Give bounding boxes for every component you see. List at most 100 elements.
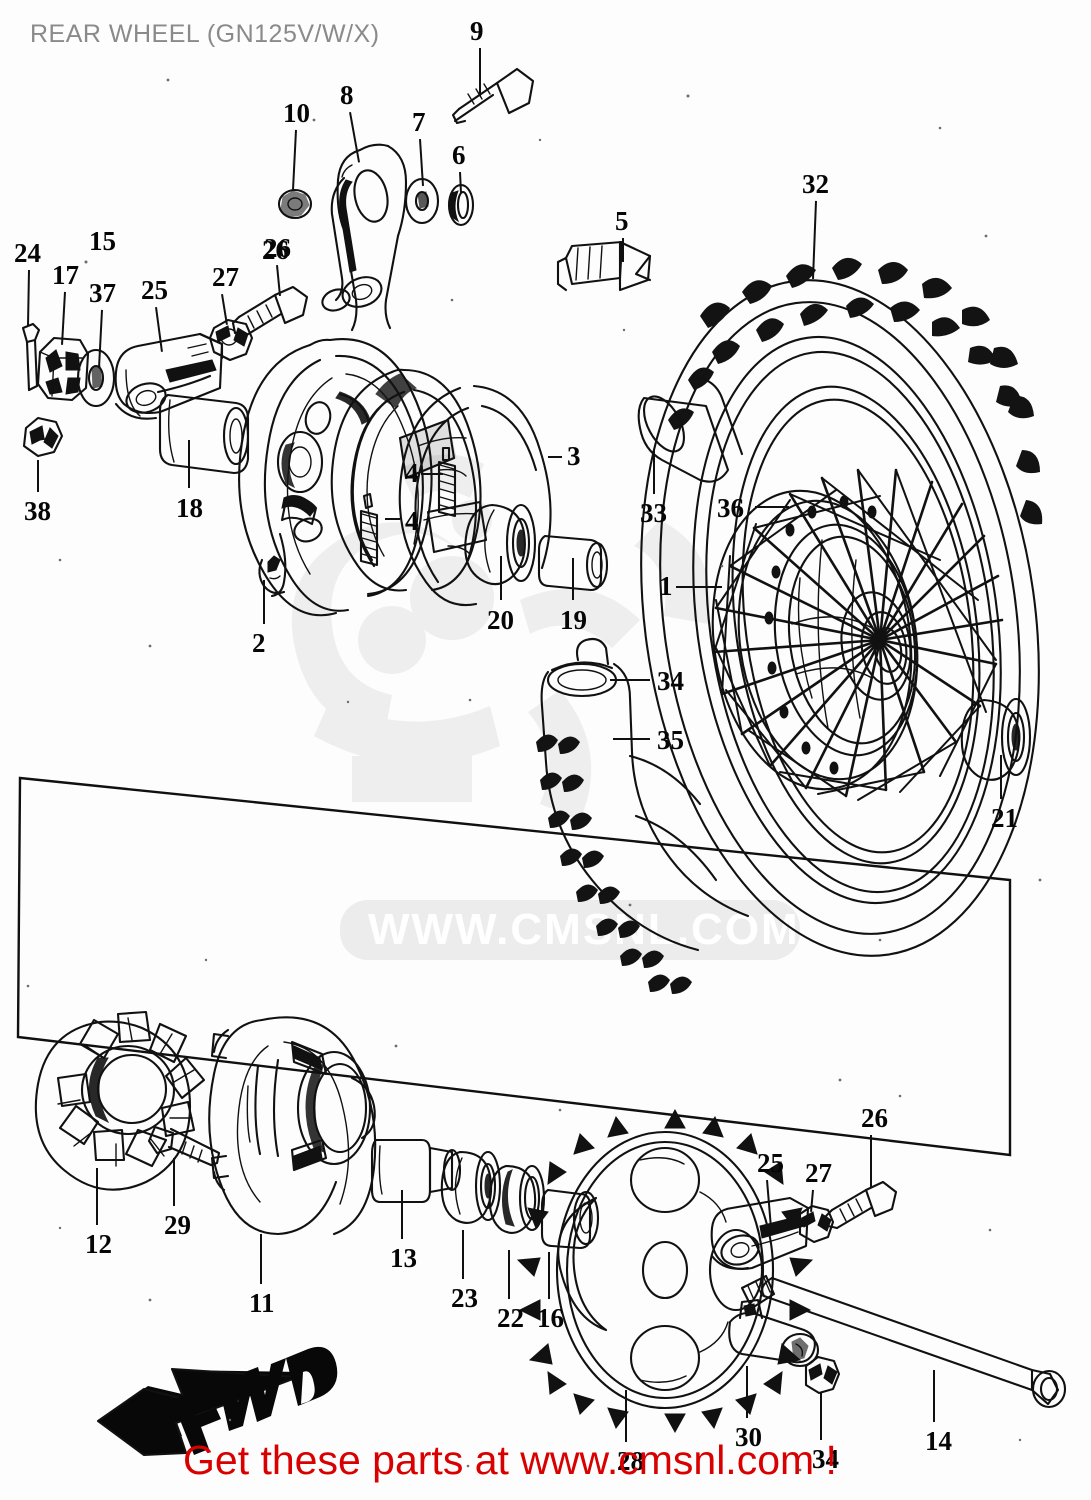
leader-line-29 [173, 1158, 175, 1206]
callout-number-27: 27 [212, 262, 239, 292]
callout-number-17: 17 [52, 260, 79, 290]
callout-number-8: 8 [340, 80, 354, 110]
sprocket-teeth [516, 1108, 814, 1434]
tire-tread-pattern [668, 257, 1043, 525]
lower-section-frame [16, 776, 1012, 1157]
part-32-rear-tire [640, 257, 1043, 957]
part-34-nut-lower [804, 1355, 841, 1395]
callout-number-12: 12 [85, 1229, 112, 1259]
leader-line-4 [385, 518, 400, 520]
leader-line-23 [462, 1230, 464, 1279]
part-14-rear-axle [740, 1274, 1067, 1409]
part-1-rear-hub [711, 489, 919, 791]
callout-number-10: 10 [283, 98, 310, 128]
callout-number-3: 3 [567, 441, 581, 471]
part-13-spacer-collar [370, 1138, 462, 1204]
callout-number-25: 25 [141, 275, 168, 305]
part-34-35-rim-section [536, 637, 750, 994]
callout-number-7: 7 [412, 107, 426, 137]
part-38-nut [22, 416, 64, 458]
callout-number-20: 20 [487, 605, 514, 635]
leader-line-18 [188, 440, 190, 488]
watermark-text: WWW.CMSNL.COM [368, 905, 800, 954]
callout-number-28: 28 [617, 1446, 644, 1476]
callout-number-34: 34 [657, 666, 684, 696]
leader-line-35 [613, 738, 650, 740]
part-19-distance-collar [537, 534, 609, 592]
leader-line-28 [625, 1390, 627, 1442]
callout-number-23: 23 [451, 1283, 478, 1313]
callout-number-36: 36 [717, 493, 744, 523]
callout-number-19: 19 [560, 605, 587, 635]
leader-line-2 [263, 580, 265, 624]
callout-number-14: 14 [925, 1426, 952, 1456]
part-27-nut-upper [208, 318, 254, 362]
part-10-nut [277, 188, 313, 220]
spoke-flange-holes [764, 495, 877, 775]
part-25-adjuster-plate-lower [710, 1196, 810, 1271]
leader-line-19 [572, 558, 574, 600]
callout-number-33: 33 [640, 498, 667, 528]
leader-line-13 [401, 1190, 403, 1239]
callout-number-26: 26 [262, 235, 289, 265]
leader-line-3 [548, 456, 562, 458]
leader-line-9 [479, 48, 481, 96]
callout-number-5: 5 [615, 206, 629, 236]
leader-line-22 [508, 1250, 510, 1299]
callout-number-2: 2 [252, 628, 266, 658]
part-23-bearing-lower [440, 1150, 502, 1224]
callout-number-37: 37 [89, 278, 116, 308]
callout-number-1: 1 [659, 571, 673, 601]
part-28-rear-sprocket [516, 1108, 814, 1434]
part-22-oil-seal [488, 1164, 546, 1234]
leader-line-38 [37, 460, 39, 492]
part-6-washer [447, 183, 475, 227]
callout-number-25: 25 [757, 1148, 784, 1178]
callout-number-11: 11 [249, 1288, 275, 1318]
part-5-cam-pin [556, 240, 652, 292]
leader-line-36 [755, 506, 789, 508]
fwd-text-glyph [172, 1346, 338, 1455]
callout-number-32: 32 [802, 169, 829, 199]
leader-line-4 [421, 473, 443, 475]
callout-number-29: 29 [164, 1210, 191, 1240]
part-9-bolt [451, 67, 535, 125]
part-36-spoke-set [712, 468, 1004, 798]
callout-number-38: 38 [24, 496, 51, 526]
leader-line-1 [676, 586, 722, 588]
part-26-adjuster-bolt-upper [231, 285, 309, 338]
part-8-brake-cam-lever [321, 143, 408, 332]
callout-number-6: 6 [452, 140, 466, 170]
leader-line-26 [870, 1135, 872, 1188]
part-12-cush-drive-damper [34, 1010, 206, 1191]
callout-number-30: 30 [735, 1422, 762, 1452]
leader-line-30 [746, 1366, 748, 1418]
callout-number-34: 34 [812, 1444, 839, 1474]
leader-line-5 [622, 238, 624, 262]
callout-number-24: 24 [14, 238, 41, 268]
callout-number-35: 35 [657, 725, 684, 755]
leader-line-12 [96, 1168, 98, 1225]
callout-number-4: 4 [405, 458, 419, 488]
lower-tire-tread [536, 734, 692, 994]
leader-line-16 [548, 1252, 550, 1299]
callout-number-9: 9 [470, 16, 484, 46]
leader-line-20 [500, 556, 502, 600]
leader-line-34 [820, 1392, 822, 1440]
leader-line-33 [653, 450, 655, 494]
callout-number-27: 27 [805, 1158, 832, 1188]
part-17-castle-nut [36, 336, 90, 402]
scan-noise [26, 78, 1042, 1472]
part-26-adjuster-bolt-lower [824, 1180, 898, 1230]
callout-number-22: 22 [497, 1303, 524, 1333]
leader-line-11 [260, 1234, 262, 1284]
part-2-brake-panel [238, 338, 433, 617]
leader-line-34 [610, 679, 650, 681]
callout-number-21: 21 [991, 803, 1018, 833]
watermark-band [340, 900, 800, 960]
part-37-washer [76, 348, 116, 408]
part-11-sprocket-drum [208, 1016, 377, 1236]
